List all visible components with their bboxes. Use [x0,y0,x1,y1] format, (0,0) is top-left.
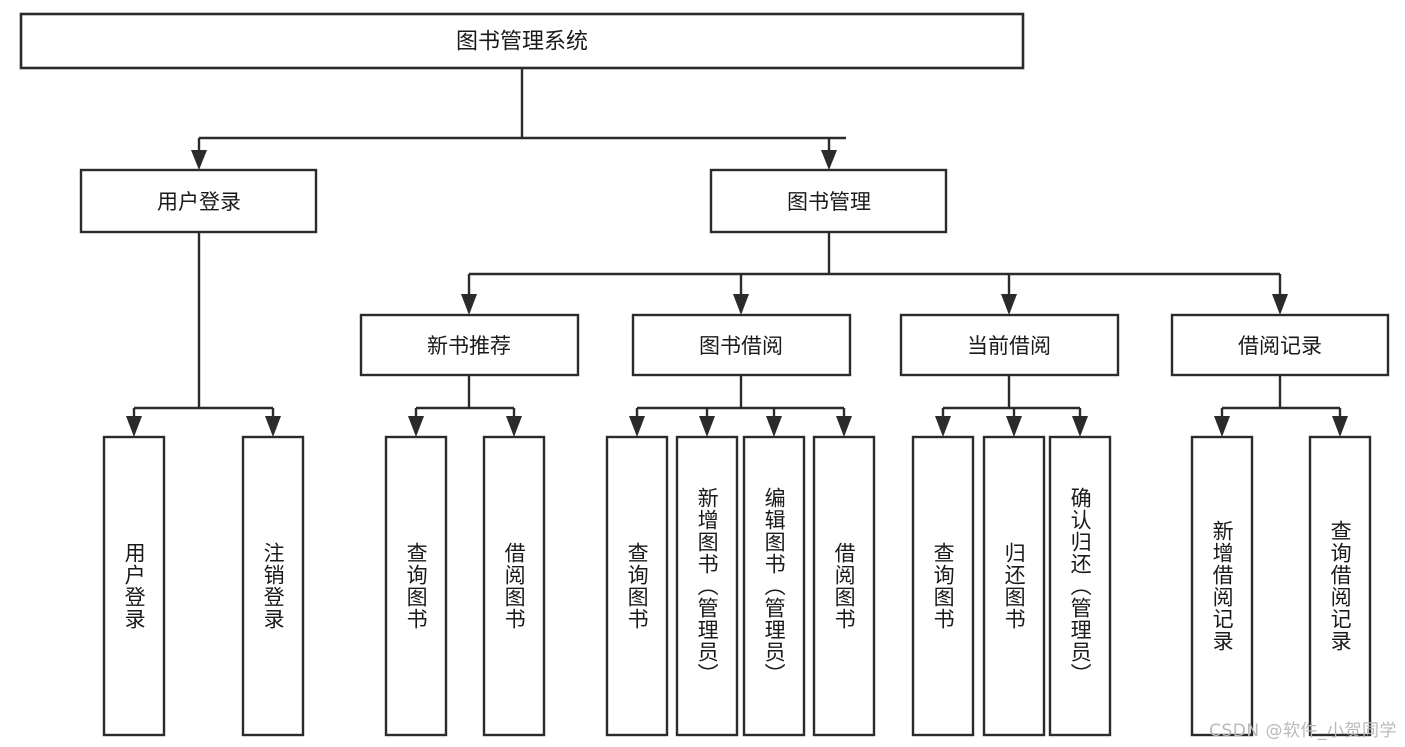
node-new-book-recommend[interactable]: 新书推荐 [359,313,580,377]
leaf-rect-query-book-3[interactable] [911,435,975,737]
node-current-borrow-rect[interactable] [899,313,1120,377]
node-root-rect[interactable] [19,12,1025,70]
leaf-rect-return-book[interactable] [982,435,1046,737]
connectors-layer [126,68,1348,437]
node-current-borrow[interactable]: 当前借阅 [899,313,1120,377]
arrow-head-leaf-7 [766,416,782,437]
leaf-rect-logout[interactable] [241,435,305,737]
leaf-rect-user-login[interactable] [102,435,166,737]
leaf-rect-borrow-book-2[interactable] [812,435,876,737]
arrow-head-newbooks [461,294,477,315]
node-borrow-records[interactable]: 借阅记录 [1170,313,1390,377]
node-user-login[interactable]: 用户登录 [79,168,318,234]
node-current-borrow-label: 当前借阅 [967,334,1051,358]
connector-newbooks-to-leaves [408,375,522,437]
node-root-label: 图书管理系统 [456,30,588,55]
node-borrow-records-rect[interactable] [1170,313,1390,377]
arrow-head-leaf-6 [699,416,715,437]
leaf-rect-query-borrow-record[interactable] [1308,435,1372,737]
leaf-rect-add-book-admin[interactable] [675,435,739,737]
node-user-login-rect[interactable] [79,168,318,234]
arrow-head-leaf-5 [629,416,645,437]
connector-root-to-level2 [191,68,846,170]
connector-bookmgmt-to-level3 [461,232,1288,315]
leaf-rect-confirm-return-admin[interactable] [1048,435,1112,737]
leaf-nodes-layer [102,435,1372,737]
arrow-head-leaf-11 [1072,416,1088,437]
node-user-login-label: 用户登录 [157,190,241,214]
watermark: CSDN @软件_小贺同学 [1209,721,1397,741]
arrow-head-leaf-12 [1214,416,1230,437]
leaf-rect-add-borrow-record[interactable] [1190,435,1254,737]
leaf-rect-query-book-1[interactable] [384,435,448,737]
connector-records-to-leaves [1214,375,1348,437]
arrow-head-leaf-8 [836,416,852,437]
node-new-book-recommend-rect[interactable] [359,313,580,377]
node-borrow-records-label: 借阅记录 [1238,334,1322,358]
leaf-rect-borrow-book-1[interactable] [482,435,546,737]
node-book-management-rect[interactable] [709,168,948,234]
arrow-head-book-mgmt [821,150,837,170]
node-book-management[interactable]: 图书管理 [709,168,948,234]
arrow-head-leaf-1 [126,416,142,437]
node-new-book-recommend-label: 新书推荐 [427,334,511,358]
arrow-head-leaf-10 [1006,416,1022,437]
node-book-management-label: 图书管理 [787,190,871,214]
arrow-head-current [1001,294,1017,315]
arrow-head-user-login [191,150,207,170]
leaf-rect-edit-book-admin[interactable] [742,435,806,737]
arrow-head-records [1272,294,1288,315]
node-book-borrow-rect[interactable] [631,313,852,377]
leaf-rect-query-book-2[interactable] [605,435,669,737]
arrow-head-leaf-4 [506,416,522,437]
arrow-head-leaf-3 [408,416,424,437]
node-root[interactable]: 图书管理系统 [19,12,1025,70]
connector-current-to-leaves [935,375,1088,437]
arrow-head-leaf-9 [935,416,951,437]
arrow-head-leaf-13 [1332,416,1348,437]
connector-userlogin-to-leaves [126,232,281,437]
node-book-borrow[interactable]: 图书借阅 [631,313,852,377]
arrow-head-borrow [733,294,749,315]
node-book-borrow-label: 图书借阅 [699,334,783,358]
arrow-head-leaf-2 [265,416,281,437]
connector-borrow-to-leaves [629,375,852,437]
